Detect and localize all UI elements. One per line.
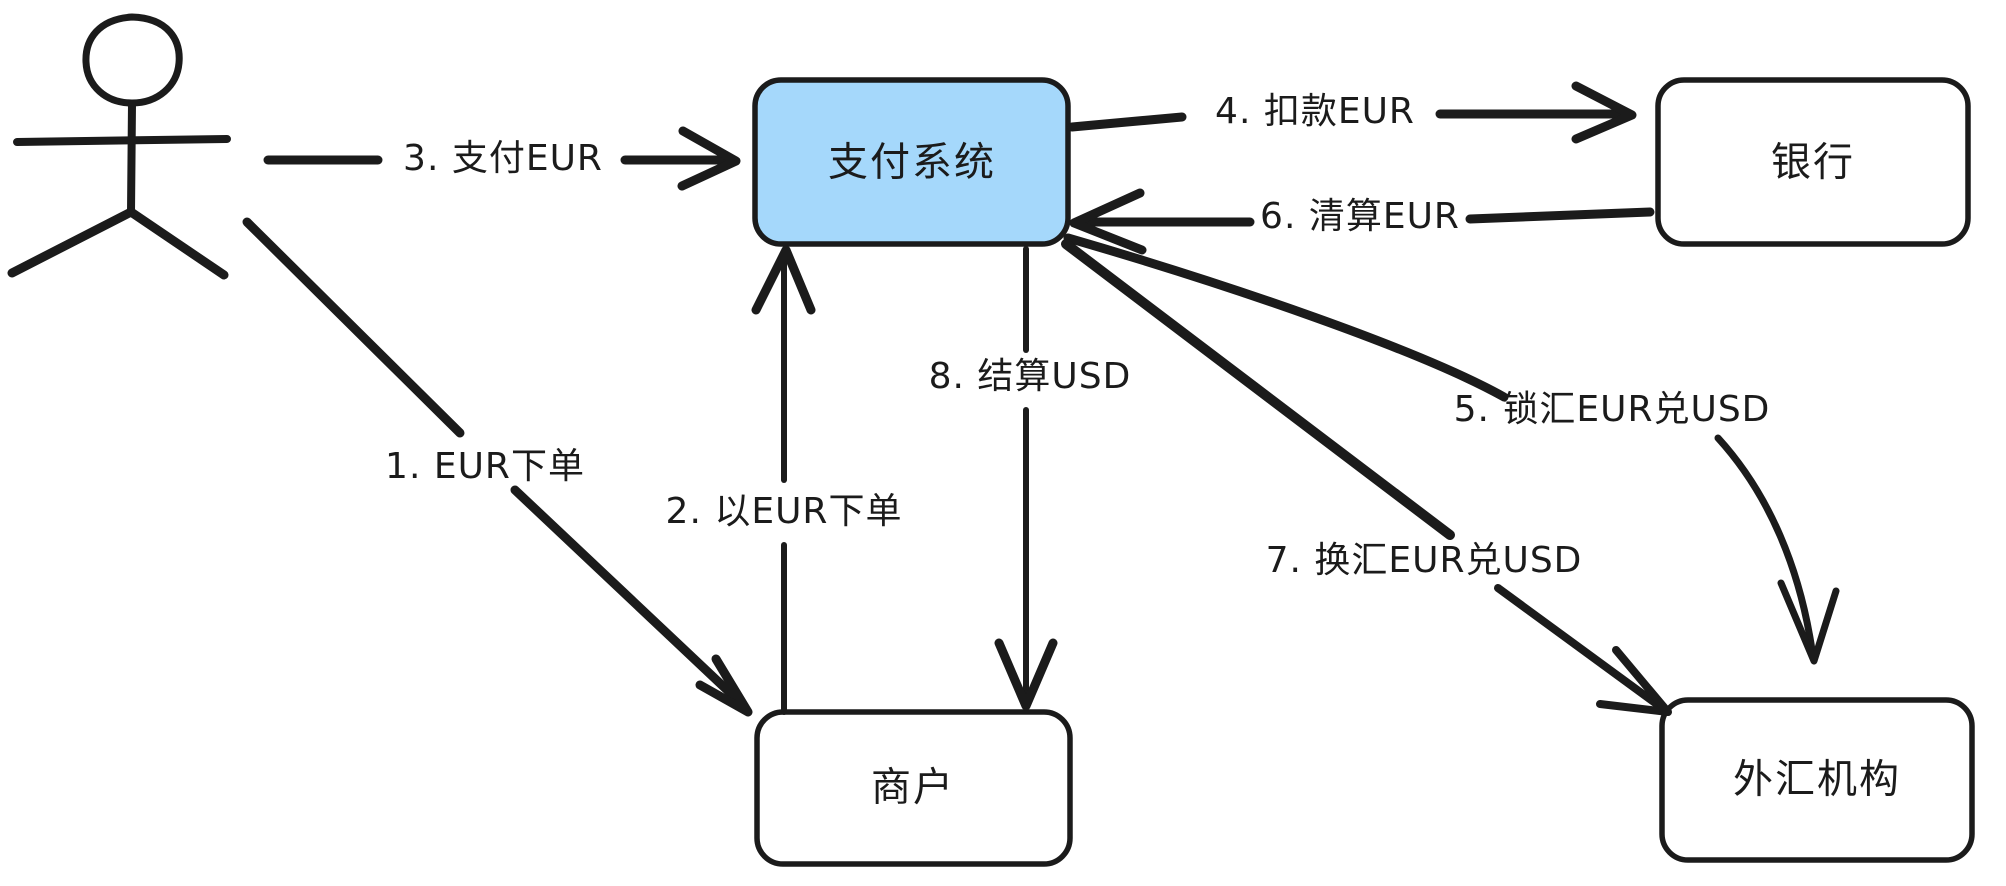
bank-label: 银行 (1771, 141, 1855, 185)
edge-4-debit-eur[interactable] (1067, 81, 1637, 144)
edge-3-pay-eur[interactable] (263, 126, 741, 191)
edge-1-arrowhead (695, 654, 753, 717)
edge-1-line-b (510, 485, 748, 710)
fx-institution-box[interactable] (1659, 697, 1975, 863)
edge-5-line-b (1714, 434, 1816, 654)
user-arms (13, 135, 231, 146)
edge-1-line-a (242, 217, 465, 438)
node-merchant[interactable]: 商户 (754, 709, 1073, 867)
node-fx-institution[interactable]: 外汇机构 (1659, 697, 1975, 863)
user-left-leg (7, 207, 136, 278)
edge-8-label: 8. 结算USD (929, 356, 1132, 397)
node-bank[interactable]: 银行 (1655, 77, 1971, 247)
edge-2-arrowhead (751, 245, 816, 315)
bank-box[interactable] (1655, 77, 1971, 247)
edge-7-arrowhead (1596, 646, 1672, 716)
edge-6-line-right (1465, 207, 1655, 224)
edge-1-label: 1. EUR下单 (385, 446, 585, 487)
merchant-label: 商户 (871, 766, 955, 810)
user-body (127, 100, 136, 216)
user-right-leg (126, 207, 229, 280)
edge-4-arrowhead (1571, 81, 1637, 144)
edge-3-arrowhead (677, 126, 741, 191)
edge-5-arrowhead (1777, 579, 1840, 665)
edge-2-order-in-eur[interactable] (751, 245, 816, 715)
edge-7-label: 7. 换汇EUR兑USD (1266, 540, 1583, 581)
edge-6-arrowhead (1069, 188, 1147, 255)
merchant-box[interactable] (754, 709, 1073, 867)
edge-4-label: 4. 扣款EUR (1215, 91, 1415, 132)
edge-5-lock-rate[interactable] (1063, 233, 1840, 665)
user-head-icon (82, 13, 183, 107)
edge-7-fx-convert[interactable] (1061, 239, 1672, 716)
edge-3-label: 3. 支付EUR (403, 138, 603, 179)
edge-7-line-b (1494, 584, 1666, 712)
payment-system-box[interactable] (752, 77, 1071, 247)
edge-5-label: 5. 锁汇EUR兑USD (1454, 389, 1771, 430)
edge-5-line-a (1063, 233, 1509, 402)
edge-4-line-left (1067, 112, 1187, 132)
edge-8-settle-usd[interactable] (994, 246, 1058, 711)
edge-1-eur-order[interactable] (242, 217, 753, 717)
node-payment-system[interactable]: 支付系统 (752, 77, 1071, 247)
edge-2-label: 2. 以EUR下单 (666, 491, 903, 532)
fx-institution-label: 外汇机构 (1733, 758, 1901, 802)
edge-6-label: 6. 清算EUR (1260, 196, 1460, 237)
edge-6-clearing-eur[interactable] (1069, 188, 1655, 255)
node-user[interactable] (7, 13, 231, 280)
payment-system-label: 支付系统 (828, 141, 996, 185)
edge-7-line-a (1061, 239, 1455, 540)
edge-8-arrowhead (994, 638, 1058, 711)
